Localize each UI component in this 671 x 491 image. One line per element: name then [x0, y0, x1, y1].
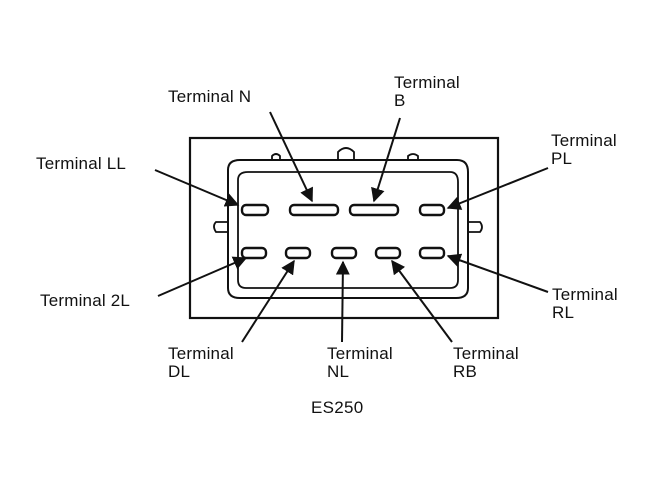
- leader-terminal-rb: [391, 259, 453, 343]
- label-terminal-dl: Terminal DL: [168, 344, 234, 381]
- label-terminal-ll: Terminal LL: [36, 154, 127, 173]
- label-terminal-rb: Terminal RB: [453, 344, 519, 381]
- terminal-n-pin: [288, 203, 340, 217]
- leader-terminal-nl: [335, 260, 350, 343]
- terminal-2l-pin: [240, 246, 268, 260]
- terminal-dl-pin: [284, 246, 312, 260]
- side-key-left: [213, 221, 228, 233]
- locking-tab-right: [407, 153, 419, 160]
- leader-terminal-n: [269, 111, 313, 203]
- leader-terminal-ll: [154, 169, 240, 207]
- locking-tab-left: [271, 153, 281, 160]
- locking-tab-center: [337, 147, 355, 160]
- leader-terminal-dl: [241, 259, 295, 343]
- terminal-rb-pin: [374, 246, 402, 260]
- label-terminal-pl: Terminal PL: [551, 131, 617, 168]
- label-terminal-nl: Terminal NL: [327, 344, 393, 381]
- terminal-pl-pin: [418, 203, 446, 217]
- terminal-b-pin: [348, 203, 400, 217]
- label-terminal-n: Terminal N: [168, 87, 252, 106]
- terminal-nl-pin: [330, 246, 358, 260]
- leader-terminal-b: [371, 117, 401, 203]
- leader-terminal-rl: [446, 253, 549, 293]
- terminal-rl-pin: [418, 246, 446, 260]
- terminal-ll-pin: [240, 203, 270, 217]
- leader-terminal-pl: [446, 167, 549, 210]
- label-terminal-rl: Terminal RL: [552, 285, 618, 322]
- leader-terminal-2l: [157, 256, 248, 297]
- side-key-right: [468, 221, 483, 233]
- connector-cavity: [237, 171, 459, 289]
- figure-caption: ES250: [311, 398, 364, 417]
- connector-outer-housing: [188, 136, 500, 320]
- label-terminal-2l: Terminal 2L: [40, 291, 131, 310]
- connector-inner-frame: [227, 159, 469, 299]
- label-terminal-b: Terminal B: [394, 73, 460, 110]
